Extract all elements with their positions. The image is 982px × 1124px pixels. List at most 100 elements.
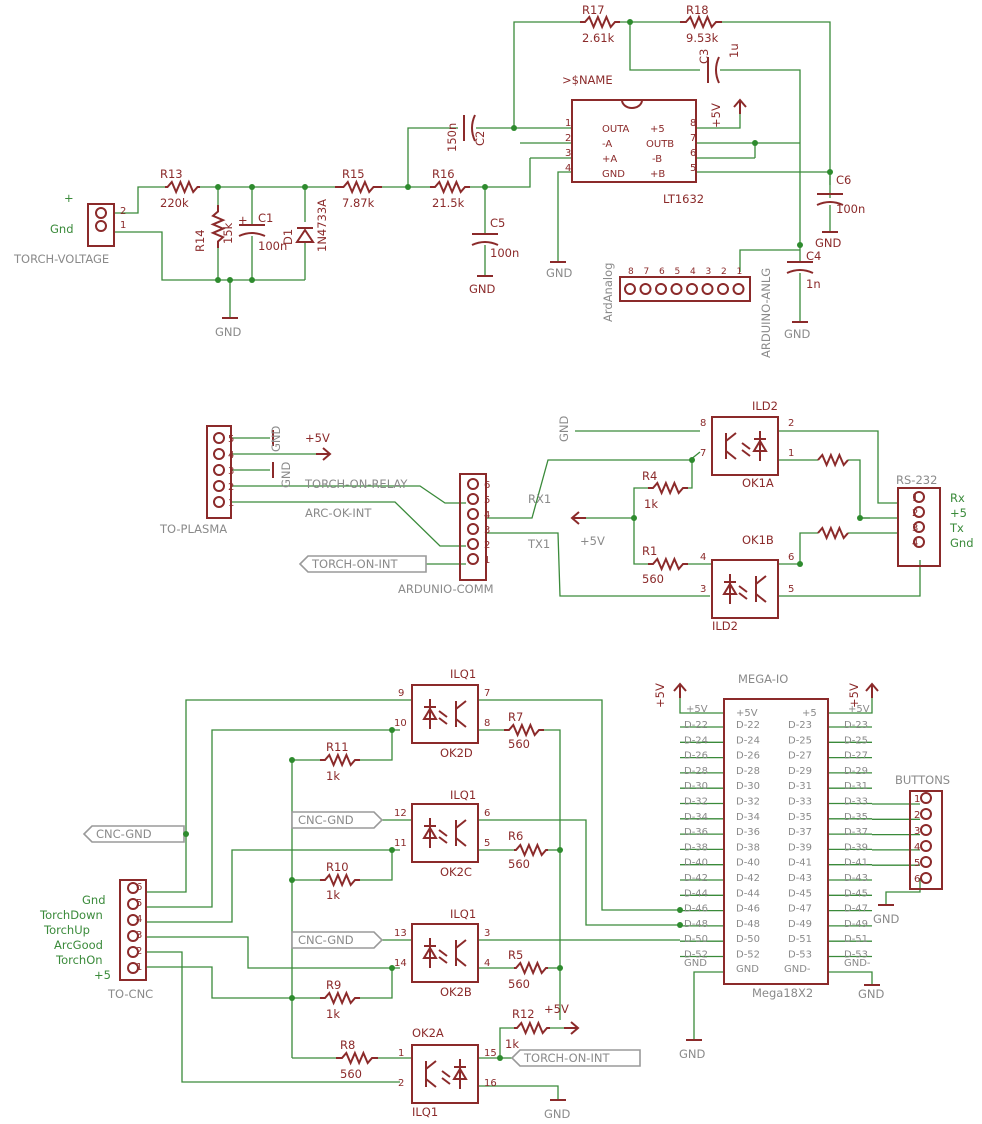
wire xyxy=(722,21,831,185)
wire xyxy=(231,501,466,547)
pin-neg-b: -B xyxy=(652,154,662,165)
tx1-label: TX1 xyxy=(527,537,550,551)
wire xyxy=(470,158,531,188)
r18-label: R18 xyxy=(686,3,709,17)
pin-plus5: +5 xyxy=(650,124,665,135)
gnd-label: GND xyxy=(546,266,573,280)
plus5v-label: +5V xyxy=(848,704,870,715)
tx-label: Tx xyxy=(949,521,964,535)
mega-net-left: D-50 xyxy=(684,934,708,945)
r9-value: 1k xyxy=(326,1007,340,1021)
mega-net-right: D-25 xyxy=(844,735,868,746)
pin-number: 2 xyxy=(228,482,234,493)
mega-pin-left: D-46 xyxy=(736,904,760,915)
mega-net-left: D-44 xyxy=(684,888,708,899)
r11-label: R11 xyxy=(326,740,349,754)
light-arrows-icon xyxy=(438,949,448,964)
pin-number: 4 xyxy=(228,450,234,461)
connector-pin xyxy=(467,538,479,550)
net-flag xyxy=(510,1049,641,1067)
led-icon xyxy=(422,699,438,729)
wire xyxy=(557,171,572,262)
pin-number: 8 xyxy=(484,718,490,729)
phototransistor-icon xyxy=(455,819,467,847)
net-flag-label: CNC-GND xyxy=(96,827,152,841)
torch-voltage-label: TORCH-VOLTAGE xyxy=(13,252,109,266)
optocoupler xyxy=(411,803,479,863)
mega-pin-right: D-37 xyxy=(788,827,812,838)
phototransistor-icon xyxy=(425,1060,437,1088)
to-cnc-connector xyxy=(119,879,147,981)
mega-pin-right: D-47 xyxy=(788,904,812,915)
resistor xyxy=(648,480,688,496)
pin-pos-b: +B xyxy=(650,169,665,180)
net-flag xyxy=(291,811,384,829)
wire xyxy=(146,966,292,999)
plus5v-label: +5V xyxy=(653,683,667,708)
mega-plus5-pin: +5 xyxy=(802,708,817,719)
connector-pin xyxy=(95,207,107,219)
mega-pin-right: D-45 xyxy=(788,888,812,899)
c6-label: C6 xyxy=(836,173,851,187)
ok1a-label: OK1A xyxy=(742,476,774,490)
wire xyxy=(679,698,724,714)
pin-number: 3 xyxy=(912,523,918,534)
connector-pin xyxy=(213,496,225,508)
buttons-connector xyxy=(909,790,943,890)
connector-pin xyxy=(920,824,932,836)
c1-value: 100n xyxy=(258,239,287,253)
d1-value: 1N4733A xyxy=(315,199,329,252)
connector-pin xyxy=(213,464,225,476)
ok2c-label: OK2C xyxy=(440,865,472,879)
mega-net-right: D-23 xyxy=(844,720,868,731)
pin-number: 2 xyxy=(120,206,126,217)
connector-pin xyxy=(127,962,139,974)
connector-pin xyxy=(920,792,932,804)
r16-value: 21.5k xyxy=(432,196,465,210)
pin-number: 2 xyxy=(398,1078,404,1089)
c3-value: 1u xyxy=(727,43,741,58)
mega-pin-right: D-53 xyxy=(788,950,812,961)
wire xyxy=(633,487,648,518)
resistor xyxy=(648,556,688,572)
wire xyxy=(486,451,701,519)
resistor xyxy=(680,14,722,30)
ild2-label-1: ILD2 xyxy=(752,399,778,413)
rs232-label: RS-232 xyxy=(896,473,937,487)
mega-net-left: D-40 xyxy=(684,858,708,869)
supply-arrow-icon xyxy=(570,511,586,525)
plus5v-label-3: +5V xyxy=(580,534,605,548)
supply-arrow-icon xyxy=(564,1021,580,1035)
pin-number: 11 xyxy=(394,838,407,849)
resistor xyxy=(320,872,360,888)
mega-net-left: D-48 xyxy=(684,919,708,930)
mega-pin-right: D-29 xyxy=(788,766,812,777)
pin-number: 1 xyxy=(788,448,794,459)
plus5-label: +5 xyxy=(950,506,967,520)
optocoupler xyxy=(411,684,479,744)
pin-number: 8 xyxy=(628,267,634,277)
arc-good-label: ArcGood xyxy=(54,938,103,952)
rs232-connector xyxy=(897,487,941,567)
pin-outb: OUTB xyxy=(646,139,674,150)
connector-pin xyxy=(732,283,745,295)
resistor xyxy=(336,1050,378,1066)
gnd-label: GND xyxy=(557,415,571,442)
mega-pin-left: D-50 xyxy=(736,934,760,945)
resistor xyxy=(430,179,470,195)
arc-ok-int-label: ARC-OK-INT xyxy=(305,506,372,520)
led-icon xyxy=(422,818,438,848)
supply-arrow-icon xyxy=(733,98,747,114)
mega-pin-right: D-31 xyxy=(788,781,812,792)
junction-dot xyxy=(389,727,395,733)
pin-number: 4 xyxy=(136,914,142,925)
r14-label: R14 xyxy=(193,229,207,252)
pin-number: 3 xyxy=(484,525,490,536)
pin-number: 14 xyxy=(394,958,407,969)
pin-number: 4 xyxy=(912,538,918,549)
c1-label: C1 xyxy=(258,211,273,225)
mega-plus5v-pin: +5V xyxy=(736,708,758,719)
light-arrows-icon xyxy=(738,585,748,600)
pin-number: 6 xyxy=(136,882,142,893)
pin-number: 7 xyxy=(700,448,706,459)
